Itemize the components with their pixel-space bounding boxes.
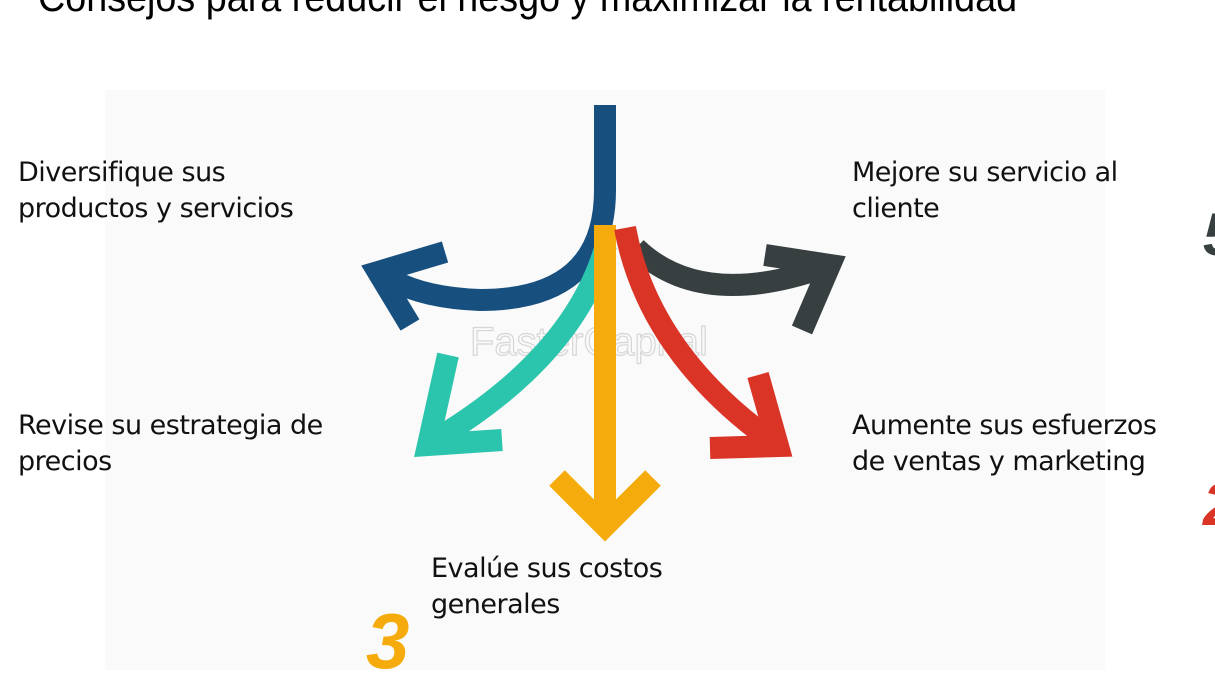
item-text: Evalúe sus costos <box>431 553 663 584</box>
edge-number-5: 5 <box>1203 200 1215 269</box>
item-text: Mejore su servicio al <box>852 157 1118 188</box>
item-text: cliente <box>852 193 940 224</box>
item-costs: Evalúe sus costos generales <box>431 551 663 623</box>
edge-number-2: 2 <box>1203 470 1215 539</box>
item-text: precios <box>18 446 112 477</box>
arrow-blue <box>361 105 616 331</box>
item-text: Diversifique sus <box>18 157 226 188</box>
item-text: de ventas y marketing <box>852 446 1146 477</box>
arrow-dark <box>628 239 846 335</box>
item-pricing: Revise su estrategia de precios <box>18 408 323 480</box>
item-number-3: 3 <box>366 597 410 685</box>
item-customer-service: Mejore su servicio al cliente <box>852 155 1118 227</box>
item-text: Aumente sus esfuerzos <box>852 410 1157 441</box>
item-text: productos y servicios <box>18 193 294 224</box>
item-text: generales <box>431 589 560 620</box>
arrow-yellow <box>549 225 661 542</box>
arrow-red <box>614 225 793 459</box>
page-title: Consejos para reducir el riesgo y maximi… <box>38 0 1017 21</box>
item-text: Revise su estrategia de <box>18 410 323 441</box>
item-diversify: Diversifique sus productos y servicios <box>18 155 294 227</box>
item-sales-marketing: Aumente sus esfuerzos de ventas y market… <box>852 408 1157 480</box>
